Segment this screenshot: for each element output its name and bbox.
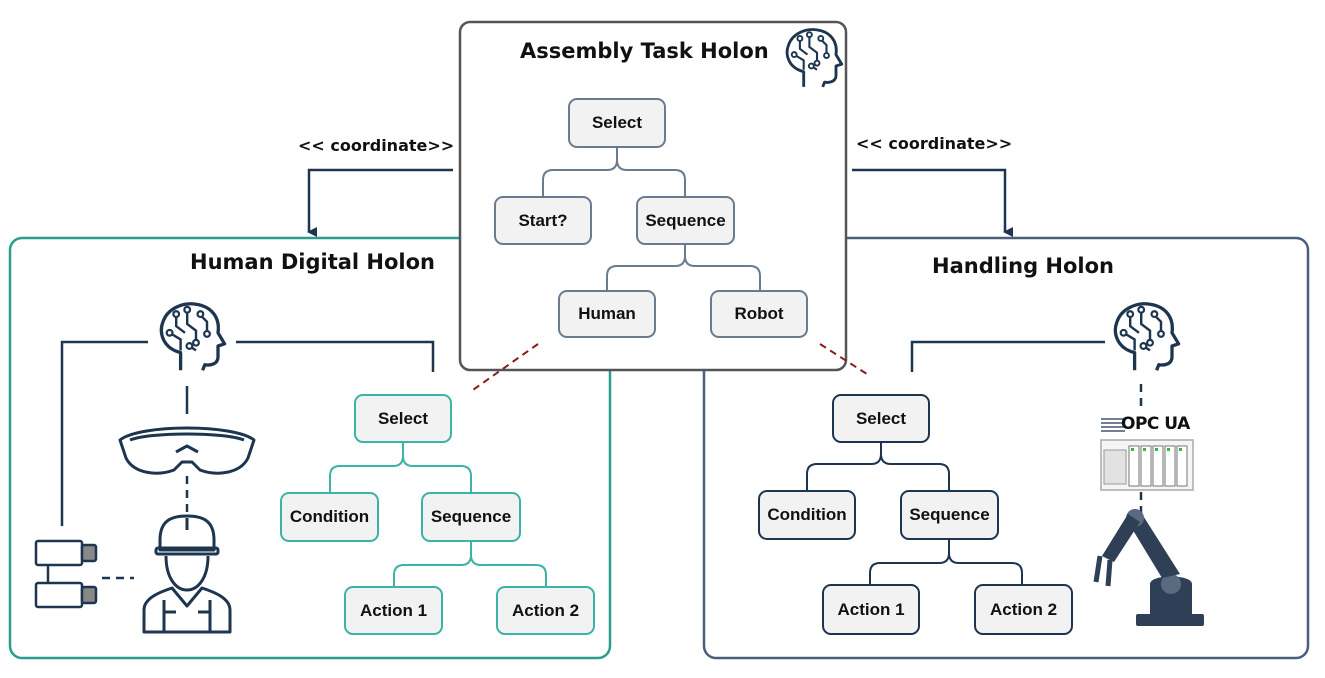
human-condition-node: Condition xyxy=(280,492,379,542)
assembly-human-node: Human xyxy=(558,290,656,338)
human-sequence-node: Sequence xyxy=(421,492,521,542)
assembly-start-node: Start? xyxy=(494,196,592,245)
coordinate-label-left: << coordinate>> xyxy=(298,136,455,155)
coordinate-arrow-left xyxy=(307,168,453,237)
coordinate-arrow-right xyxy=(852,168,1013,237)
worker-icon xyxy=(142,514,232,634)
assembly-task-holon-title: Assembly Task Holon xyxy=(520,39,769,63)
handling-select-node: Select xyxy=(832,394,930,443)
dashed-link-right xyxy=(819,343,871,377)
ar-glasses-icon xyxy=(118,426,256,475)
assembly-sequence-node: Sequence xyxy=(636,196,735,245)
human-action2-node: Action 2 xyxy=(496,586,595,635)
plc-icon xyxy=(1100,439,1194,491)
human-select-node: Select xyxy=(354,394,452,443)
sensor-devices-icon xyxy=(34,539,98,609)
robot-arm-icon xyxy=(1093,509,1204,626)
assembly-robot-node: Robot xyxy=(710,290,808,338)
coordinate-label-right: << coordinate>> xyxy=(856,134,1013,153)
assembly-select-node: Select xyxy=(568,98,666,148)
handling-holon-title: Handling Holon xyxy=(932,254,1114,278)
opc-ua-logo-stripes xyxy=(1101,418,1125,432)
opc-ua-logo: OPC UA xyxy=(1121,414,1190,434)
handling-action2-node: Action 2 xyxy=(974,584,1073,635)
human-digital-holon-title: Human Digital Holon xyxy=(190,250,435,274)
handling-condition-node: Condition xyxy=(758,490,856,540)
handling-sequence-node: Sequence xyxy=(900,490,999,540)
human-action1-node: Action 1 xyxy=(344,586,443,635)
dashed-link-left xyxy=(469,343,539,393)
handling-action1-node: Action 1 xyxy=(822,584,920,635)
